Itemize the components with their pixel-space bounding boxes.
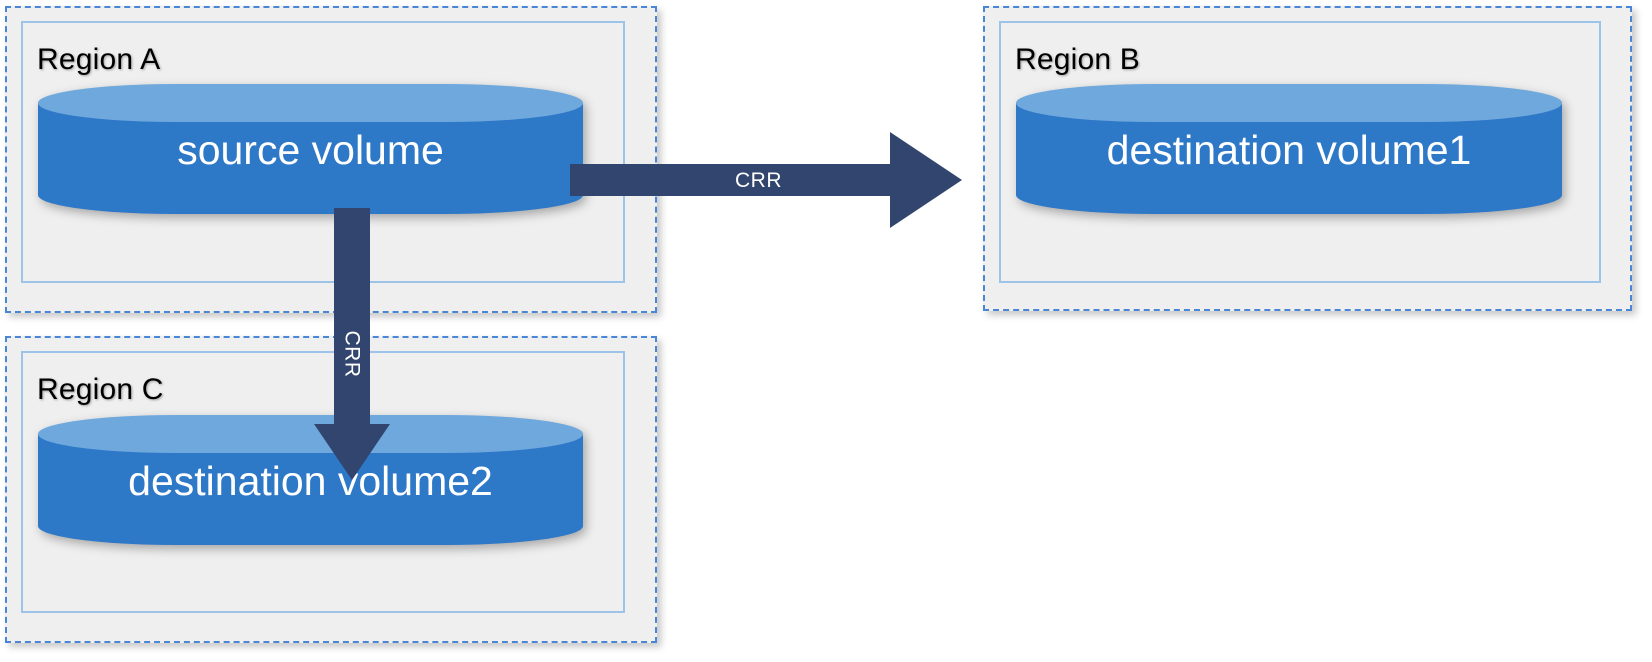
region-a-label: Region A [37,43,161,76]
destination-volume1-label: destination volume1 [1106,127,1472,173]
region-c-label: Region C [37,373,164,406]
cylinder-top-ellipse [38,415,583,453]
crr-arrow-a-to-b-icon[interactable] [570,124,962,236]
crr-arrow-a-to-c-label: CRR [340,330,364,378]
destination-volume1-cylinder[interactable]: destination volume1 [1016,84,1562,214]
source-volume-cylinder[interactable]: source volume [38,84,583,214]
cylinder-top-ellipse [1016,84,1562,122]
region-b-label: Region B [1015,43,1141,76]
source-volume-label: source volume [177,127,444,173]
destination-volume2-cylinder[interactable]: destination volume2 [38,415,583,545]
destination-volume2-label: destination volume2 [128,458,493,504]
crr-arrow-a-to-b-label: CRR [735,169,782,192]
cylinder-top-ellipse [38,84,583,122]
crr-arrow-a-to-c-icon[interactable] [314,208,390,480]
